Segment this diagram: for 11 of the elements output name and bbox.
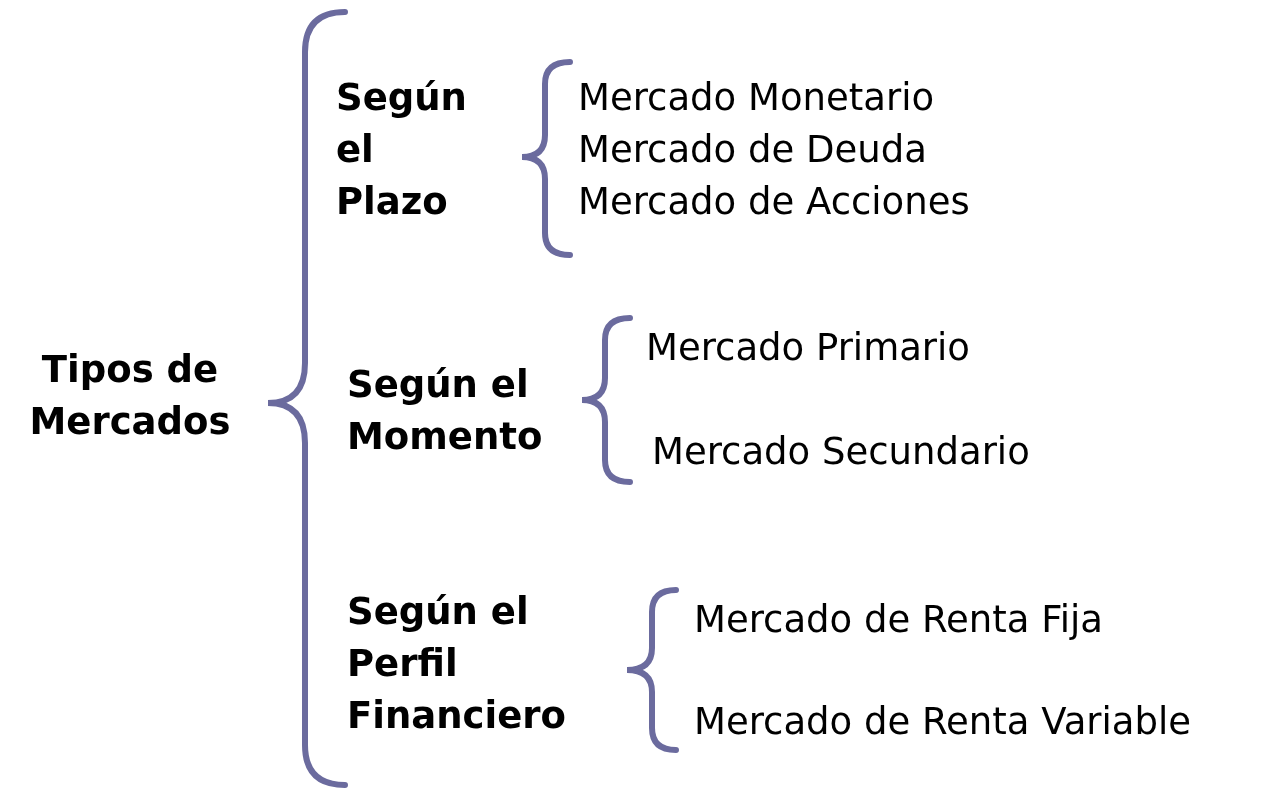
- market-type: Mercado Monetario: [578, 72, 935, 124]
- market-type: Mercado de Renta Variable: [694, 696, 1191, 748]
- market-type: Mercado de Acciones: [578, 176, 970, 228]
- category-heading: Según el Plazo: [336, 72, 496, 228]
- market-type: Mercado Secundario: [652, 426, 1030, 478]
- market-type: Mercado Primario: [646, 322, 970, 374]
- market-type: Mercado de Deuda: [578, 124, 927, 176]
- category-heading: Según el Momento: [347, 359, 587, 463]
- category-heading: Tipos de Mercados: [10, 344, 250, 448]
- market-type: Mercado de Renta Fija: [694, 594, 1104, 646]
- category-heading: Según el Perfil Financiero: [347, 586, 617, 742]
